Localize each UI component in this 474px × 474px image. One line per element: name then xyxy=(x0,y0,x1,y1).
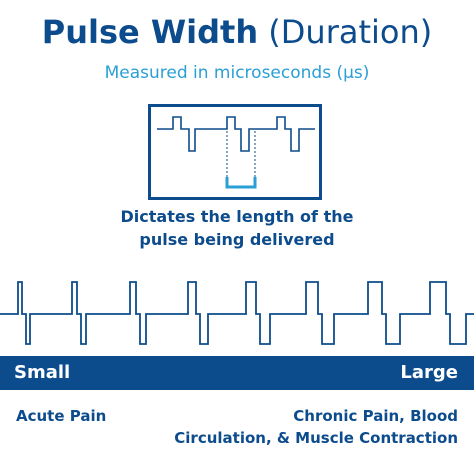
caption-line-1: Dictates the length of the xyxy=(120,207,354,226)
pulse-diagram-box xyxy=(148,104,322,200)
pulse-width-scale-bar: Small Large xyxy=(0,356,474,390)
pulse-width-bracket xyxy=(225,177,257,189)
page-subtitle: Measured in microseconds (µs) xyxy=(104,63,370,83)
title-qualifier: (Duration) xyxy=(268,13,433,51)
pulse-diagram-svg xyxy=(157,116,315,189)
caption-line-2: pulse being delivered xyxy=(139,230,335,249)
chronic-pain-note: Chronic Pain, Blood Circulation, & Muscl… xyxy=(138,405,458,449)
chronic-note-line-1: Chronic Pain, Blood xyxy=(293,407,458,425)
title-main: Pulse Width xyxy=(41,13,259,51)
scale-max-label: Large xyxy=(400,362,458,383)
pulse-train-line xyxy=(0,281,474,345)
acute-pain-note: Acute Pain xyxy=(16,407,107,425)
pulse-waveform-detail xyxy=(157,116,315,152)
scale-min-label: Small xyxy=(14,362,71,383)
pulse-width-waveform xyxy=(0,281,474,345)
page-title: Pulse Width (Duration) xyxy=(0,12,474,52)
chronic-note-line-2: Circulation, & Muscle Contraction xyxy=(174,429,458,447)
diagram-caption: Dictates the length of the pulse being d… xyxy=(0,205,474,251)
